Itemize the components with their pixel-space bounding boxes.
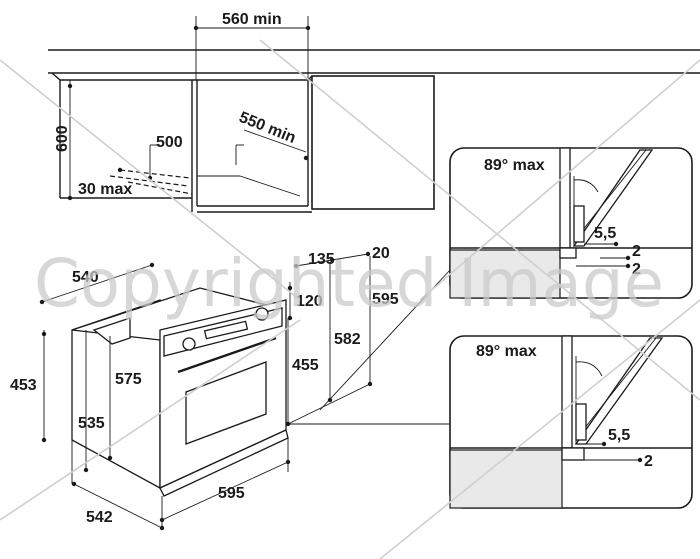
detail-bottom-angle-arc: [575, 361, 603, 377]
detail-top-gap-label: 5,5: [594, 225, 616, 242]
back-height-label: 453: [10, 377, 37, 394]
cutout-label: 500: [156, 134, 183, 151]
inner-height-label: 535: [78, 415, 105, 432]
watermark-stroke-3: [419, 59, 700, 301]
watermark-stroke-4: [0, 319, 301, 521]
detail-bottom-foot: [561, 447, 585, 461]
watermark-stroke-2: [259, 39, 700, 401]
knob-left: [182, 337, 196, 351]
detail-top-foot: [559, 247, 577, 259]
detail-top-wall: [559, 147, 571, 249]
watermark-stroke-5: [379, 299, 700, 559]
detail-top-offset-a-label: 2: [632, 243, 641, 260]
detail-bottom-offset-label: 2: [644, 453, 653, 470]
detail-top-door-inner: [577, 149, 647, 237]
detail-bottom-plinth: [449, 449, 563, 509]
side-height-label: 575: [115, 371, 142, 388]
right-cabinet-door: [311, 75, 435, 210]
detail-bottom: 89° max 5,5 2: [449, 335, 693, 509]
door-window: [185, 361, 267, 445]
detail-bottom-wall: [561, 335, 573, 449]
detail-bottom-door: [574, 337, 664, 445]
knob-right: [255, 307, 269, 321]
detail-bottom-angle-label: 89° max: [476, 343, 537, 360]
detail-top-offset-b-label: 2: [632, 261, 641, 278]
display: [203, 320, 249, 340]
watermark: Copyrighted Image: [0, 39, 700, 559]
depth-top-label: 540: [72, 269, 99, 286]
niche-shelf-depth: [239, 175, 301, 197]
rear-bracket: [92, 317, 131, 345]
dim-550-line: [243, 129, 307, 153]
dim-diag-base: [287, 383, 371, 425]
panel-height-label: 120: [296, 293, 323, 310]
detail-bottom-gap-label: 5,5: [608, 427, 630, 444]
dim-540-line: [41, 264, 153, 303]
depth-min-label: 550 min: [237, 109, 299, 147]
cavity-height-label: 455: [292, 357, 319, 374]
overall-width-label: 595: [372, 291, 399, 308]
watermark-stroke-1: [0, 59, 301, 301]
height-label: 600: [54, 125, 71, 152]
dim-595-line: [161, 461, 289, 521]
gap-dash-2: [109, 175, 189, 187]
door-handle: [177, 336, 277, 374]
detail-top-angle-label: 89° max: [484, 157, 545, 174]
watermark-text: Copyrighted Image: [34, 245, 664, 322]
detail-top-angle-arc: [573, 179, 599, 193]
dim-542-line: [73, 483, 163, 529]
oven-view: 540 453 575 535 542 595 135 20: [10, 245, 451, 531]
panel-thickness-label: 20: [372, 245, 390, 262]
door-offset-label: 135: [308, 251, 335, 268]
detail-bottom-hinge: [575, 403, 587, 441]
depth-bottom-label: 542: [86, 509, 113, 526]
width-label: 595: [218, 485, 245, 502]
detail-top-hinge: [573, 205, 585, 243]
gap-dash-1: [119, 169, 191, 179]
width-min-label: 560 min: [222, 11, 282, 28]
gap-max-label: 30 max: [78, 181, 132, 198]
detail-top-door: [572, 149, 654, 247]
front-height-label: 582: [334, 331, 361, 348]
countertop-corner: [51, 72, 61, 81]
detail-top: 89° max 5,5 2 2: [449, 147, 693, 299]
